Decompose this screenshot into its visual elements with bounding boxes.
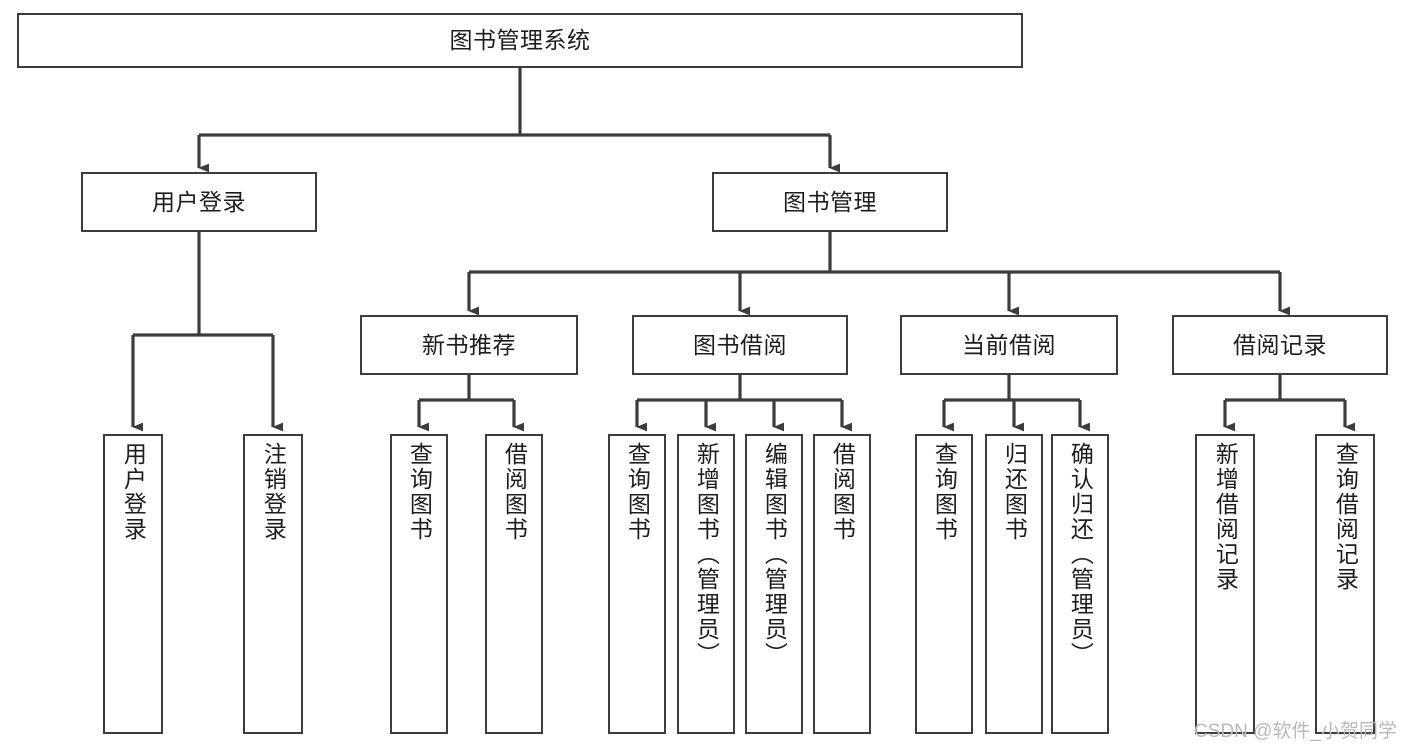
node-new-book-recommend[interactable]: 新书推荐 <box>360 315 578 375</box>
leaf-borrow-add-book[interactable]: 新增图书（管理员） <box>677 434 735 734</box>
leaf-borrow-edit-book-label: 编辑图书（管理员） <box>761 442 788 667</box>
node-book-management[interactable]: 图书管理 <box>712 172 948 232</box>
leaf-newbook-borrow-book[interactable]: 借阅图书 <box>485 434 543 734</box>
leaf-logout-label: 注销登录 <box>260 442 287 542</box>
node-current-borrow[interactable]: 当前借阅 <box>900 315 1118 375</box>
node-current-borrow-label: 当前借阅 <box>962 331 1056 358</box>
leaf-newbook-query-book[interactable]: 查询图书 <box>390 434 448 734</box>
leaf-logout[interactable]: 注销登录 <box>243 434 303 734</box>
leaf-newbook-query-book-label: 查询图书 <box>406 442 433 542</box>
node-user-login-label: 用户登录 <box>152 188 246 215</box>
node-root[interactable]: 图书管理系统 <box>17 13 1023 68</box>
node-book-management-label: 图书管理 <box>783 188 877 215</box>
leaf-borrow-query-book[interactable]: 查询图书 <box>608 434 666 734</box>
leaf-current-query-book[interactable]: 查询图书 <box>915 434 973 734</box>
leaf-record-query[interactable]: 查询借阅记录 <box>1315 434 1375 734</box>
leaf-record-query-label: 查询借阅记录 <box>1332 442 1359 592</box>
node-borrow-record[interactable]: 借阅记录 <box>1172 315 1388 375</box>
leaf-current-return-book-label: 归还图书 <box>1001 442 1028 542</box>
leaf-newbook-borrow-book-label: 借阅图书 <box>501 442 528 542</box>
leaf-borrow-edit-book[interactable]: 编辑图书（管理员） <box>745 434 803 734</box>
leaf-record-add-label: 新增借阅记录 <box>1212 442 1239 592</box>
node-book-borrow[interactable]: 图书借阅 <box>632 315 848 375</box>
csdn-watermark: CSDN @软件_小贺同学 <box>1194 721 1397 742</box>
leaf-borrow-query-book-label: 查询图书 <box>624 442 651 542</box>
leaf-current-confirm-return[interactable]: 确认归还（管理员） <box>1051 434 1109 734</box>
leaf-current-query-book-label: 查询图书 <box>931 442 958 542</box>
leaf-current-confirm-return-label: 确认归还（管理员） <box>1067 442 1094 667</box>
node-user-login[interactable]: 用户登录 <box>81 172 317 232</box>
node-new-book-recommend-label: 新书推荐 <box>422 331 516 358</box>
leaf-borrow-add-book-label: 新增图书（管理员） <box>693 442 720 667</box>
node-root-label: 图书管理系统 <box>449 27 591 54</box>
leaf-record-add[interactable]: 新增借阅记录 <box>1195 434 1255 734</box>
leaf-borrow-lend-book[interactable]: 借阅图书 <box>813 434 871 734</box>
leaf-borrow-lend-book-label: 借阅图书 <box>829 442 856 542</box>
leaf-current-return-book[interactable]: 归还图书 <box>985 434 1043 734</box>
leaf-user-login-label: 用户登录 <box>120 442 147 542</box>
node-book-borrow-label: 图书借阅 <box>693 331 787 358</box>
node-borrow-record-label: 借阅记录 <box>1233 331 1327 358</box>
leaf-user-login[interactable]: 用户登录 <box>103 434 163 734</box>
